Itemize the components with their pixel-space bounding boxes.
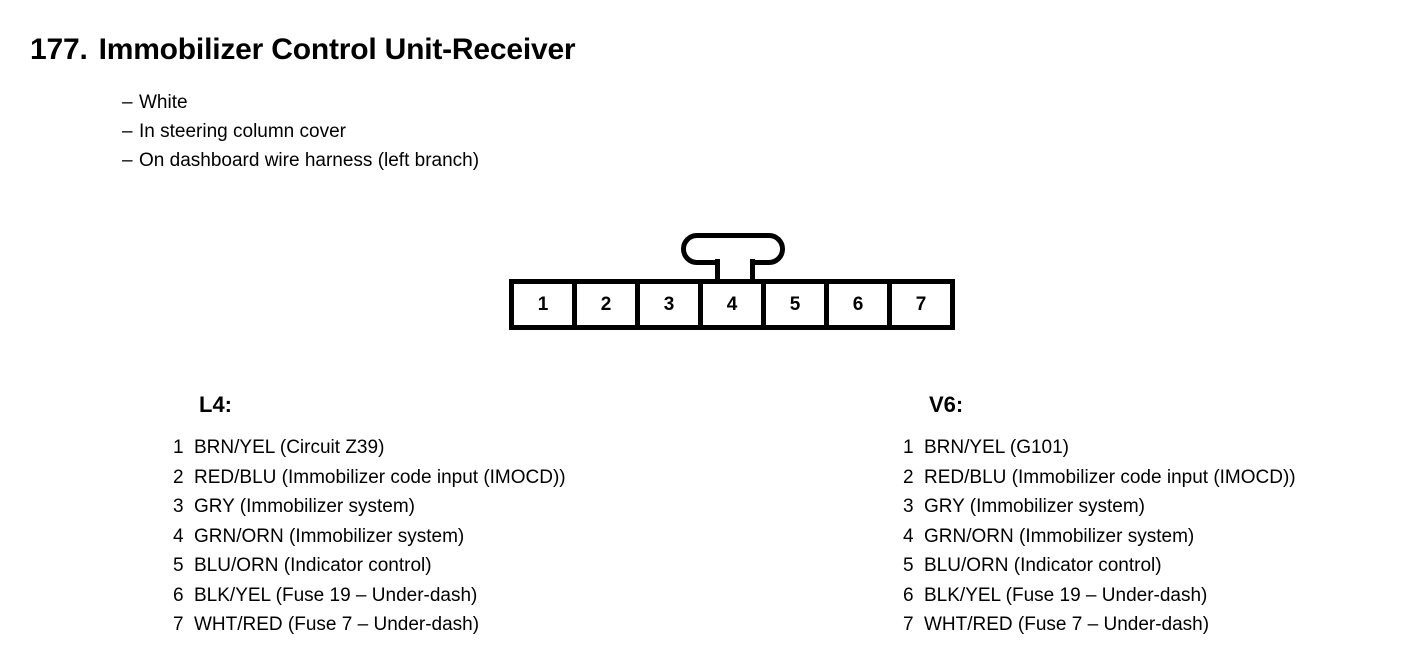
- connector-notes-list: –White –In steering column cover –On das…: [122, 88, 479, 175]
- dash-icon: –: [122, 121, 133, 142]
- page-title-number: 177.: [30, 33, 88, 66]
- pin-description: BLK/YEL (Fuse 19 – Under-dash): [924, 584, 1208, 606]
- pin-list-row: 4 GRN/ORN (Immobilizer system): [903, 522, 1296, 552]
- pin-list-heading: L4:: [199, 392, 232, 417]
- page-title: 177. Immobilizer Control Unit-Receiver: [30, 33, 576, 67]
- pin-list-row: 3 GRY (Immobilizer system): [903, 492, 1296, 522]
- note-item: –In steering column cover: [122, 117, 479, 146]
- pin-description: WHT/RED (Fuse 7 – Under-dash): [194, 614, 480, 635]
- pin-number: 7: [903, 614, 914, 635]
- pin-list-heading: V6:: [929, 392, 964, 417]
- pin-description: RED/BLU (Immobilizer code input (IMOCD)): [194, 466, 566, 488]
- pin-description: GRN/ORN (Immobilizer system): [194, 525, 465, 547]
- pin-number: 3: [903, 496, 914, 517]
- pin-number: 7: [173, 614, 184, 635]
- pin-description: WHT/RED (Fuse 7 – Under-dash): [924, 614, 1210, 635]
- note-text: In steering column cover: [139, 121, 346, 142]
- pin-number: 2: [173, 466, 184, 488]
- pin-description: BLU/ORN (Indicator control): [194, 555, 432, 576]
- pin-list-row: 2 RED/BLU (Immobilizer code input (IMOCD)…: [173, 463, 566, 493]
- pin-list-row: 6 BLK/YEL (Fuse 19 – Under-dash): [903, 581, 1296, 611]
- page-title-name: Immobilizer Control Unit-Receiver: [98, 33, 576, 66]
- note-text: On dashboard wire harness (left branch): [139, 150, 480, 171]
- pin-list-row: 7 WHT/RED (Fuse 7 – Under-dash): [903, 610, 1296, 640]
- pin-list-v6: V6: 1 BRN/YEL (G101) 2 RED/BLU (Immobilize…: [903, 392, 1296, 640]
- pin-description: BRN/YEL (Circuit Z39): [194, 437, 385, 458]
- connector-pin-cell: 2: [577, 284, 640, 325]
- dash-icon: –: [122, 92, 133, 113]
- pin-number: 5: [173, 555, 184, 576]
- pin-list-row: 2 RED/BLU (Immobilizer code input (IMOCD)…: [903, 463, 1296, 493]
- connector-pin-cell: 1: [514, 284, 577, 325]
- pin-number: 6: [903, 584, 914, 606]
- note-text: White: [139, 92, 188, 113]
- pin-description: BRN/YEL (G101): [924, 437, 1070, 458]
- connector-latch-neck-icon: [715, 259, 755, 281]
- pin-list-row: 4 GRN/ORN (Immobilizer system): [173, 522, 566, 552]
- pin-list-l4: L4: 1 BRN/YEL (Circuit Z39) 2 RED/BLU (Imm…: [173, 392, 566, 640]
- pin-list-row: 7 WHT/RED (Fuse 7 – Under-dash): [173, 610, 566, 640]
- pin-list-row: 6 BLK/YEL (Fuse 19 – Under-dash): [173, 581, 566, 611]
- pin-number: 4: [903, 525, 914, 547]
- pin-list-row: 5 BLU/ORN (Indicator control): [173, 551, 566, 581]
- connector-pin-strip: 1 2 3 4 5 6 7: [509, 279, 955, 330]
- note-item: –White: [122, 88, 479, 117]
- pin-number: 3: [173, 496, 184, 517]
- pin-list-row: 1 BRN/YEL (Circuit Z39): [173, 433, 566, 463]
- pin-description: BLK/YEL (Fuse 19 – Under-dash): [194, 584, 478, 606]
- pin-number: 6: [173, 584, 184, 606]
- dash-icon: –: [122, 150, 133, 171]
- connector-pin-cell: 7: [892, 284, 950, 325]
- pin-list-row: 1 BRN/YEL (G101): [903, 433, 1296, 463]
- connector-pin-cell: 6: [829, 284, 892, 325]
- connector-pin-cell: 3: [640, 284, 703, 325]
- pin-list-row: 5 BLU/ORN (Indicator control): [903, 551, 1296, 581]
- pin-description: GRY (Immobilizer system): [194, 496, 415, 517]
- pin-number: 1: [173, 437, 184, 458]
- pin-number: 1: [903, 437, 914, 458]
- pin-number: 4: [173, 525, 184, 547]
- note-item: –On dashboard wire harness (left branch): [122, 146, 479, 175]
- pin-description: GRY (Immobilizer system): [924, 496, 1145, 517]
- connector-pin-cell: 4: [703, 284, 766, 325]
- pin-number: 2: [903, 466, 914, 488]
- pin-description: GRN/ORN (Immobilizer system): [924, 525, 1195, 547]
- pin-number: 5: [903, 555, 914, 576]
- pin-description: RED/BLU (Immobilizer code input (IMOCD)): [924, 466, 1296, 488]
- pin-description: BLU/ORN (Indicator control): [924, 555, 1162, 576]
- connector-pin-cell: 5: [766, 284, 829, 325]
- connector-diagram: 1 2 3 4 5 6 7: [509, 233, 955, 331]
- pin-list-row: 3 GRY (Immobilizer system): [173, 492, 566, 522]
